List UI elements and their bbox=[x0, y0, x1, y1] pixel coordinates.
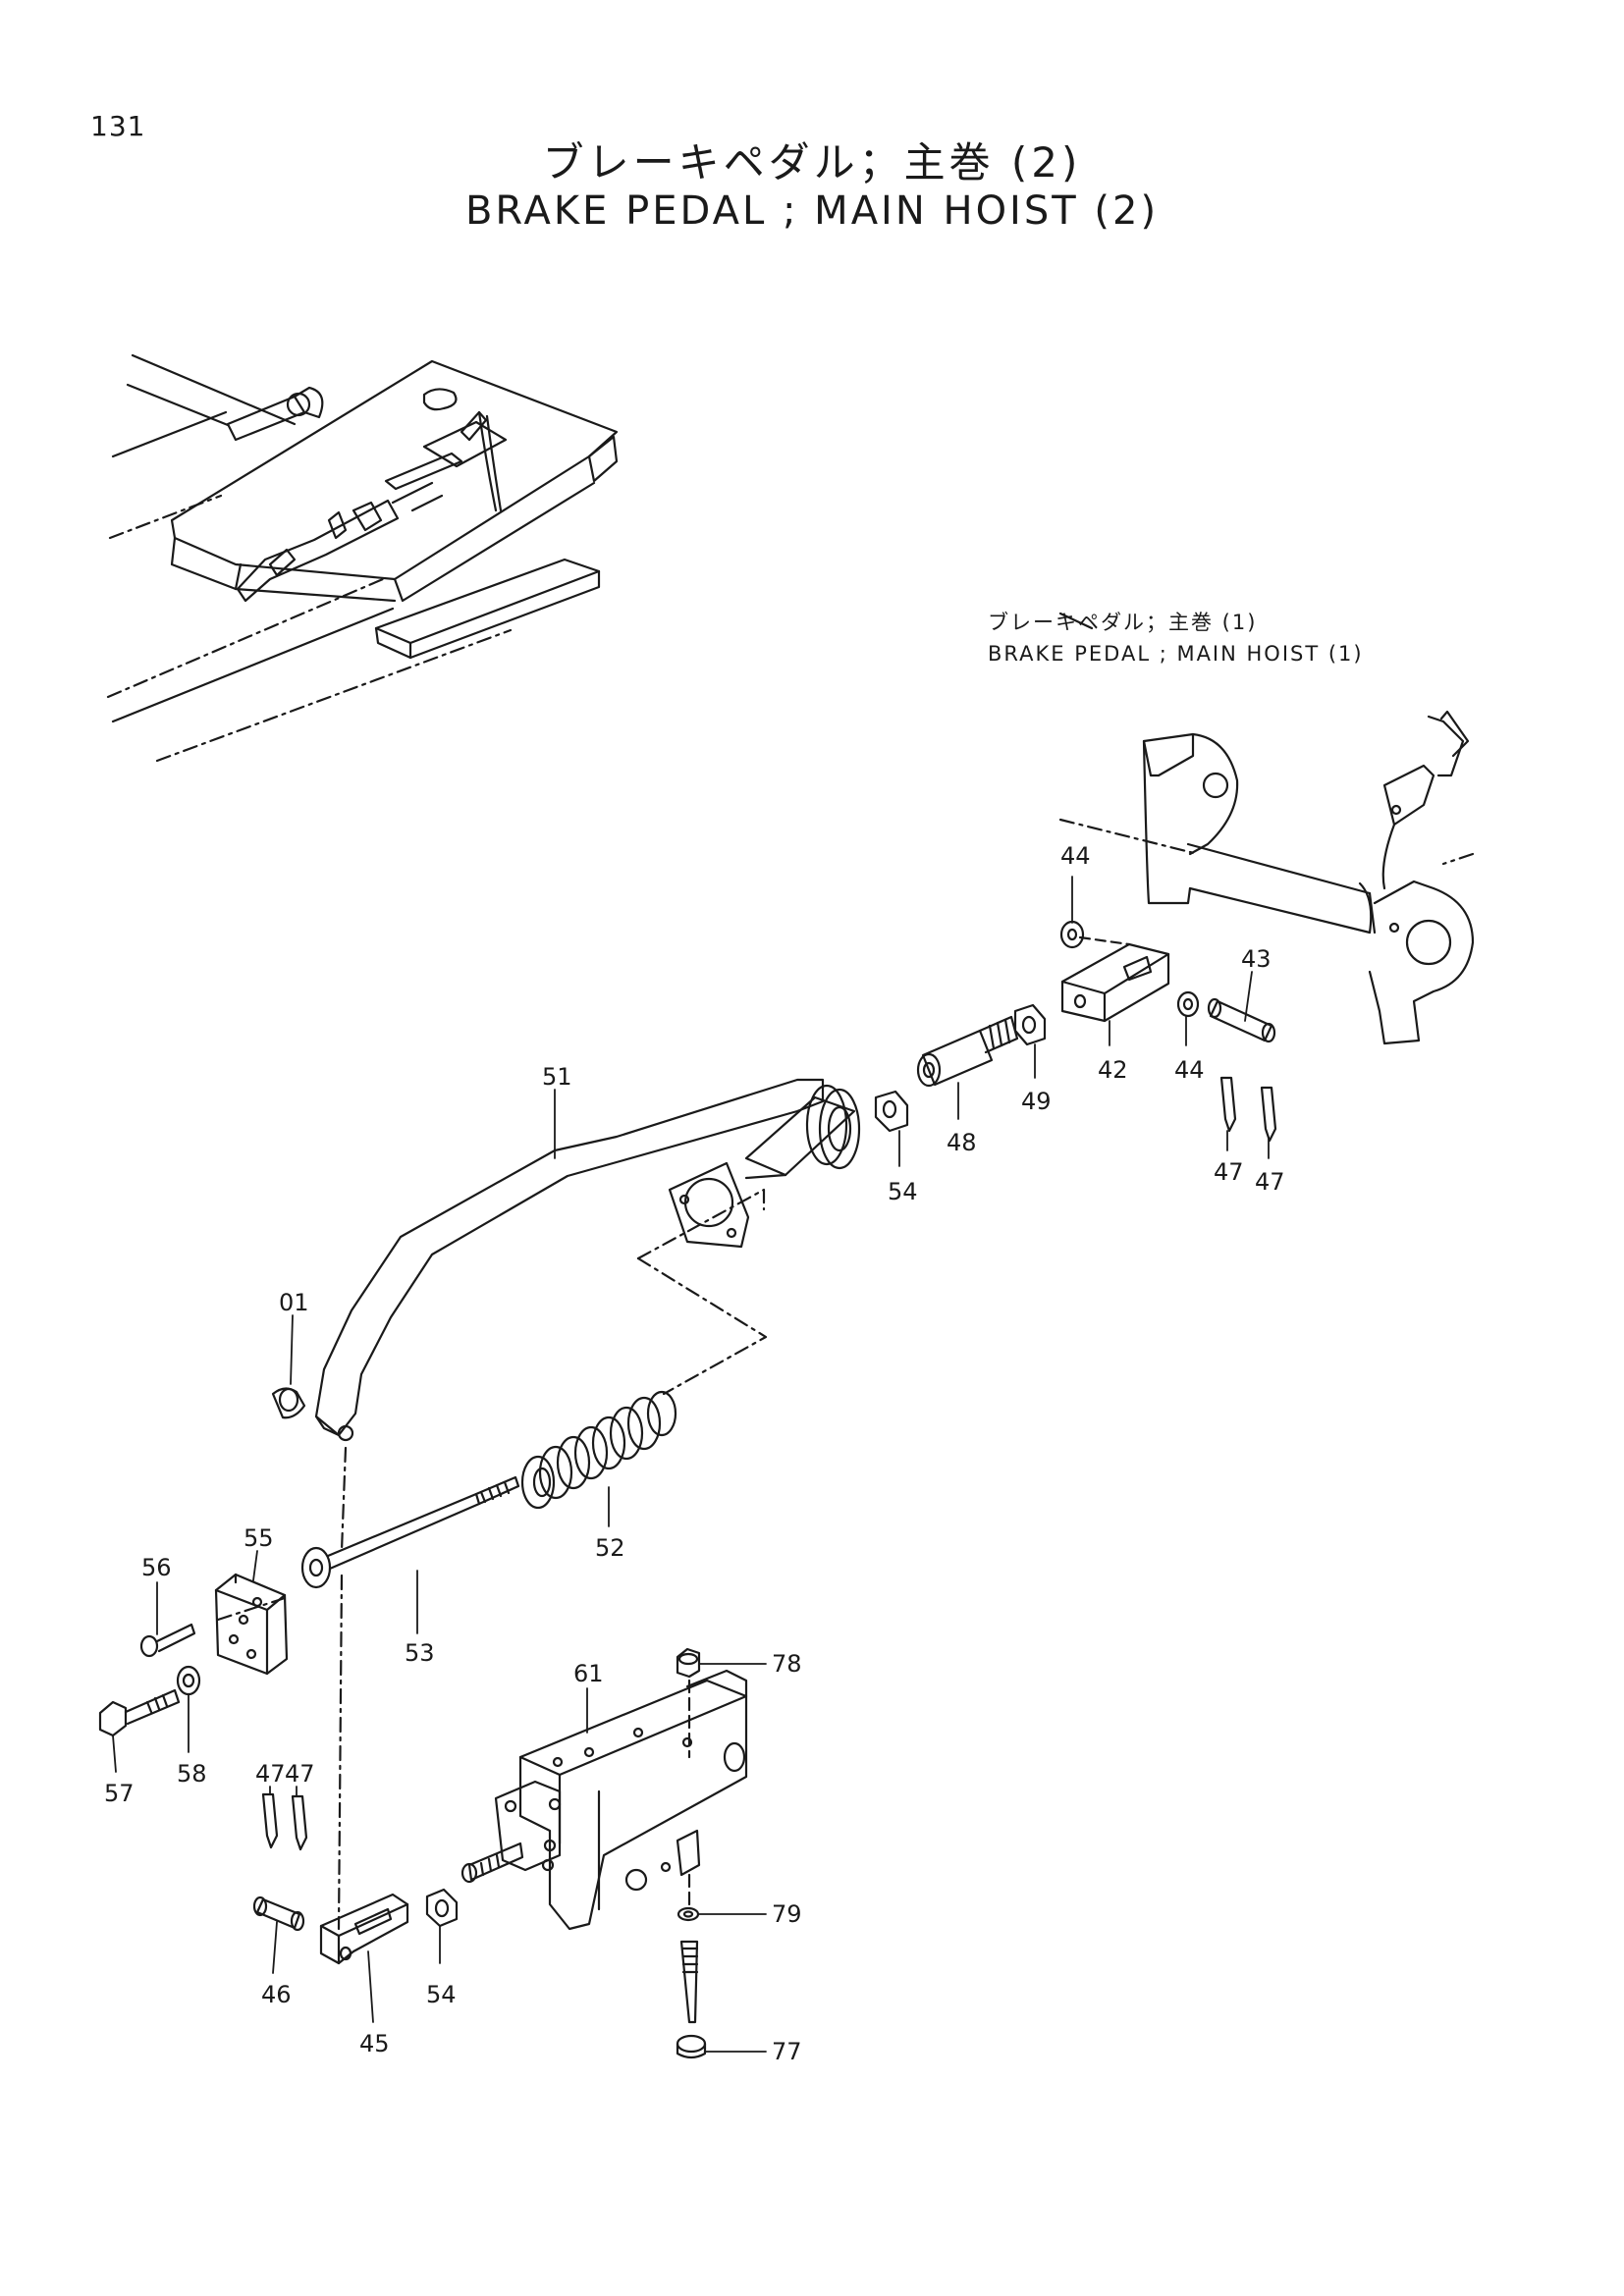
callout-01: 01 bbox=[279, 1289, 309, 1316]
diagram-title-english: BRAKE PEDAL ; MAIN HOIST (2) bbox=[464, 188, 1160, 234]
diagram-title-japanese: ブレーキペダル；主巻 (2) bbox=[542, 138, 1082, 187]
callout-44-upper: 44 bbox=[1060, 842, 1091, 870]
callout-58: 58 bbox=[177, 1760, 207, 1788]
spring bbox=[520, 1390, 677, 1510]
callout-54-upper: 54 bbox=[888, 1178, 918, 1205]
callout-47-b: 47 bbox=[1255, 1168, 1285, 1196]
callout-78: 78 bbox=[772, 1650, 802, 1678]
clevis-parts-row bbox=[874, 920, 1277, 1143]
callout-53: 53 bbox=[405, 1639, 435, 1667]
callout-49: 49 bbox=[1021, 1088, 1052, 1115]
brake-valve bbox=[460, 1647, 748, 2059]
callout-48: 48 bbox=[947, 1129, 977, 1156]
callout-47-d: 47 bbox=[285, 1760, 315, 1788]
callout-51: 51 bbox=[542, 1063, 572, 1091]
callout-labels: 44 43 44 42 49 48 54 47 47 51 01 52 56 5… bbox=[104, 842, 1285, 2065]
callout-42: 42 bbox=[1098, 1056, 1128, 1084]
callout-46: 46 bbox=[261, 1981, 292, 2008]
callout-44-lower: 44 bbox=[1174, 1056, 1205, 1084]
lower-clevis-parts bbox=[252, 1574, 459, 1965]
callout-79: 79 bbox=[772, 1900, 802, 1928]
callout-52: 52 bbox=[595, 1534, 625, 1562]
pedal-arm bbox=[271, 1078, 861, 1442]
pedal-mount-assembly bbox=[1058, 612, 1475, 1045]
page-number: 131 bbox=[90, 110, 146, 142]
callout-56: 56 bbox=[141, 1554, 172, 1581]
reference-label-english: BRAKE PEDAL ; MAIN HOIST (1) bbox=[988, 642, 1364, 666]
leader-lines bbox=[112, 876, 1270, 2053]
rod bbox=[300, 1446, 520, 1589]
overview-sketch bbox=[106, 353, 619, 763]
callout-43: 43 bbox=[1241, 945, 1272, 973]
callout-55: 55 bbox=[244, 1524, 274, 1552]
mounting-plate-parts bbox=[98, 1573, 289, 1737]
reference-label-japanese: ブレーキペダル；主巻 (1) bbox=[988, 611, 1258, 634]
callout-54-lower: 54 bbox=[426, 1981, 457, 2008]
callout-61: 61 bbox=[573, 1660, 604, 1687]
callout-45: 45 bbox=[359, 2030, 390, 2057]
callout-47-c: 47 bbox=[255, 1760, 286, 1788]
callout-77: 77 bbox=[772, 2038, 802, 2065]
callout-47-a: 47 bbox=[1214, 1158, 1244, 1186]
callout-57: 57 bbox=[104, 1780, 135, 1807]
